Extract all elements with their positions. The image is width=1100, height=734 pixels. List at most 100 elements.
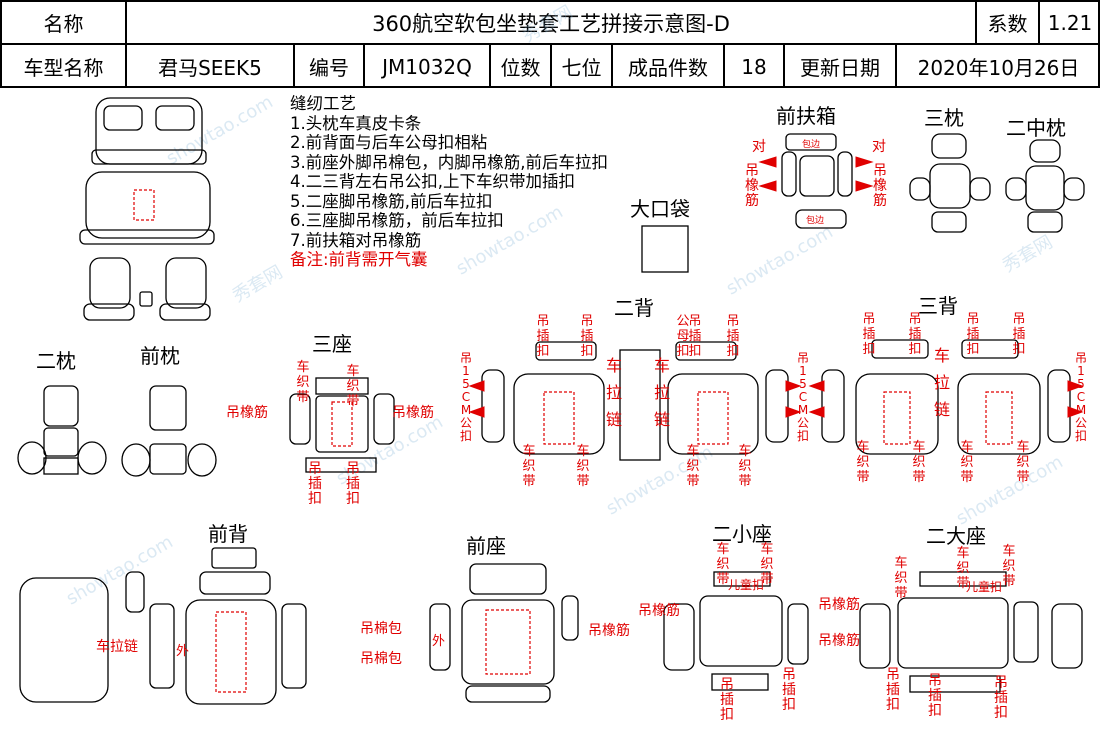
callout-che-zhi-dai: 车织带 bbox=[716, 542, 730, 587]
big-pocket-piece bbox=[641, 225, 689, 273]
section-front-seat: 前座 bbox=[466, 534, 506, 558]
callout-che-la-lian: 车拉链 bbox=[934, 346, 951, 419]
callout-diao-xiang-jin: 吊橡筋 bbox=[818, 597, 860, 613]
header-table: 名称 360航空软包坐垫套工艺拼接示意图-D 系数 1.21 车型名称 君马SE… bbox=[0, 0, 1100, 88]
callout-che-zhi-dai: 车织带 bbox=[912, 440, 926, 485]
callout-wai: 外 bbox=[432, 634, 446, 649]
callout-che-zhi-dai: 车织带 bbox=[1016, 440, 1030, 485]
pieces-value: 18 bbox=[725, 45, 785, 88]
callout-dui: 对 bbox=[872, 139, 886, 155]
front-armrest-pieces bbox=[758, 133, 874, 229]
section-third-back: 三背 bbox=[918, 294, 958, 318]
callout-diao-mian-bao: 吊棉包 bbox=[360, 621, 402, 637]
second-headrest-pieces bbox=[17, 385, 107, 475]
notes-title: 缝纫工艺 bbox=[290, 94, 356, 113]
callout-diao-cha-kou: 吊插扣 bbox=[928, 673, 942, 719]
callout-diao-cha-kou: 吊插扣 bbox=[536, 314, 550, 359]
update-value: 2020年10月26日 bbox=[917, 56, 1080, 80]
callout-diao-mian-bao: 吊棉包 bbox=[360, 651, 402, 667]
callout-diao-xiang-jin: 吊橡筋 bbox=[588, 623, 630, 639]
callout-diao-xiang-jin: 吊橡筋 bbox=[873, 163, 887, 209]
callout-bao-bian: 包边 bbox=[806, 216, 825, 226]
callout-diao-15cm-gong-kou: 吊15CM公扣 bbox=[796, 351, 809, 443]
seats-value: 七位 bbox=[552, 45, 613, 88]
callout-che-zhi-dai: 车织带 bbox=[296, 360, 310, 405]
note-item: 6.三座脚吊橡筋，前后车拉扣 bbox=[290, 211, 504, 230]
model-label: 车型名称 bbox=[2, 45, 127, 88]
second-back-pieces bbox=[468, 341, 802, 461]
coef-label: 系数 bbox=[977, 2, 1040, 45]
callout-diao-cha-kou: 吊插扣 bbox=[862, 312, 876, 357]
callout-che-zhi-dai: 车织带 bbox=[1002, 544, 1016, 589]
callout-diao-cha-kou: 吊插扣 bbox=[908, 312, 922, 357]
callout-diao-cha-kou: 吊插扣 bbox=[720, 677, 734, 723]
callout-diao-cha-kou: 吊插扣 bbox=[994, 675, 1008, 721]
callout-er-tong-kou: 儿童扣 bbox=[728, 578, 765, 592]
callout-che-zhi-dai: 车织带 bbox=[760, 542, 774, 587]
section-third-seat: 三座 bbox=[312, 332, 352, 356]
callout-diao-cha-kou: 吊插扣 bbox=[966, 312, 980, 357]
callout-diao-xiang-jin: 吊橡筋 bbox=[392, 405, 434, 421]
section-front-back: 前背 bbox=[208, 522, 248, 546]
seats-label: 位数 bbox=[491, 45, 552, 88]
callout-bao-bian: 包边 bbox=[802, 140, 821, 150]
callout-che-la-lian: 车拉链 bbox=[654, 356, 671, 429]
callout-diao-cha-kou: 吊插扣 bbox=[886, 667, 900, 713]
callout-diao-cha-kou: 吊插扣 bbox=[688, 314, 702, 359]
callout-che-zhi-dai: 车织带 bbox=[346, 364, 360, 409]
sewing-notes: 缝纫工艺 1.头枕车真皮卡条 2.前背面与后车公母扣相粘 3.前座外脚吊棉包，内… bbox=[290, 94, 608, 270]
callout-diao-cha-kou: 吊插扣 bbox=[726, 314, 740, 359]
update-label: 更新日期 bbox=[785, 45, 897, 88]
third-headrest-pieces bbox=[909, 133, 991, 233]
callout-che-zhi-dai: 车织带 bbox=[522, 444, 536, 489]
note-item: 4.二三背左右吊公扣,上下车织带加插扣 bbox=[290, 172, 575, 191]
second-center-headrest-pieces bbox=[1005, 139, 1085, 233]
note-item: 3.前座外脚吊棉包，内脚吊橡筋,前后车拉扣 bbox=[290, 152, 608, 172]
front-seat-pieces bbox=[429, 563, 579, 703]
note-item: 1.头枕车真皮卡条 bbox=[290, 113, 422, 133]
pieces-label: 成品件数 bbox=[613, 45, 725, 88]
seat-overview bbox=[79, 97, 215, 321]
section-big-pocket: 大口袋 bbox=[630, 197, 690, 221]
callout-che-zhi-dai: 车织带 bbox=[686, 444, 700, 489]
callout-wai: 外 bbox=[176, 644, 190, 659]
section-second-big-seat: 二大座 bbox=[926, 524, 986, 548]
callout-diao-cha-kou: 吊插扣 bbox=[346, 461, 360, 507]
callout-che-la-lian: 车拉链 bbox=[606, 356, 623, 429]
second-small-seat-pieces bbox=[663, 571, 809, 691]
section-second-back: 二背 bbox=[614, 296, 654, 320]
callout-dui: 对 bbox=[752, 139, 766, 155]
callout-er-tong-kou: 儿童扣 bbox=[966, 580, 1003, 594]
callout-che-zhi-dai: 车织带 bbox=[960, 440, 974, 485]
callout-diao-15cm-gong-kou: 吊15CM公扣 bbox=[1074, 351, 1087, 443]
front-headrest-pieces bbox=[121, 385, 217, 477]
callout-che-zhi-dai: 车织带 bbox=[956, 546, 970, 591]
callout-diao-cha-kou: 吊插扣 bbox=[1012, 312, 1026, 357]
notes-remark: 备注:前背需开气囊 bbox=[290, 250, 428, 269]
second-big-seat-pieces bbox=[859, 571, 1083, 693]
callout-diao-xiang-jin: 吊橡筋 bbox=[638, 603, 680, 619]
third-back-pieces bbox=[808, 339, 1084, 455]
callout-che-zhi-dai: 车织带 bbox=[856, 440, 870, 485]
callout-diao-cha-kou: 吊插扣 bbox=[580, 314, 594, 359]
callout-che-la-lian: 车拉链 bbox=[96, 639, 138, 655]
callout-diao-15cm-gong-kou: 吊15CM公扣 bbox=[459, 351, 472, 443]
section-third-headrest: 三枕 bbox=[924, 106, 964, 130]
note-item: 2.前背面与后车公母扣相粘 bbox=[290, 133, 488, 152]
code-label: 编号 bbox=[295, 45, 365, 88]
callout-diao-xiang-jin: 吊橡筋 bbox=[818, 633, 860, 649]
third-seat-pieces bbox=[289, 377, 395, 473]
section-second-small-seat: 二小座 bbox=[712, 522, 772, 546]
callout-che-zhi-dai: 车织带 bbox=[894, 556, 908, 601]
sheet-title: 360航空软包坐垫套工艺拼接示意图-D bbox=[127, 2, 977, 45]
callout-che-zhi-dai: 车织带 bbox=[738, 444, 752, 489]
coef-value: 1.21 bbox=[1040, 2, 1100, 45]
callout-diao-xiang-jin: 吊橡筋 bbox=[226, 405, 268, 421]
callout-che-zhi-dai: 车织带 bbox=[576, 444, 590, 489]
section-second-headrest: 二枕 bbox=[36, 349, 76, 373]
code-value: JM1032Q bbox=[365, 45, 491, 88]
callout-diao-xiang-jin: 吊橡筋 bbox=[745, 163, 759, 209]
name-label: 名称 bbox=[2, 2, 127, 45]
